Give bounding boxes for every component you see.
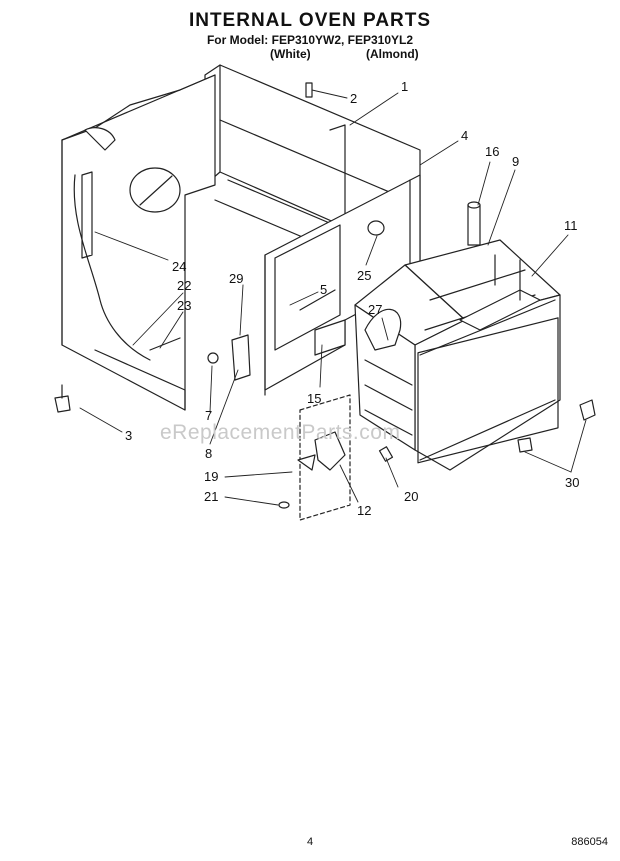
callout-16: 16 xyxy=(485,144,499,159)
callout-15: 15 xyxy=(307,391,321,406)
callout-1: 1 xyxy=(401,79,408,94)
callout-25: 25 xyxy=(357,268,371,283)
part-25-light-socket xyxy=(367,220,385,236)
callout-24: 24 xyxy=(172,259,186,274)
part-12-switch xyxy=(314,431,346,471)
callout-19: 19 xyxy=(204,469,218,484)
part-2-screw xyxy=(305,82,313,98)
callout-labels: 1 2 3 4 5 7 8 9 11 12 15 16 19 20 21 22 … xyxy=(125,79,579,518)
callout-27: 27 xyxy=(368,302,382,317)
callout-22: 22 xyxy=(177,278,191,293)
part-3-leveler xyxy=(54,395,71,413)
callout-11: 11 xyxy=(564,218,578,233)
part-29-bracket xyxy=(231,334,251,381)
callout-9: 9 xyxy=(512,154,519,169)
callout-20: 20 xyxy=(404,489,418,504)
callout-23: 23 xyxy=(177,298,191,313)
callout-2: 2 xyxy=(350,91,357,106)
leader-lines xyxy=(79,89,587,506)
callout-3: 3 xyxy=(125,428,132,443)
page-number: 4 xyxy=(307,836,314,848)
callout-21: 21 xyxy=(204,489,218,504)
part-7-nut xyxy=(207,352,219,364)
callout-30: 30 xyxy=(565,475,579,490)
watermark: eReplacementParts.com xyxy=(160,421,401,444)
model-subtitle: For Model: FEP310YW2, FEP310YL2 xyxy=(206,33,414,47)
small-parts xyxy=(54,82,596,521)
variant-white-label: (White) xyxy=(270,47,311,61)
oven-liner xyxy=(354,239,561,471)
page-title: INTERNAL OVEN PARTS xyxy=(188,10,432,31)
document-number: 886054 xyxy=(571,836,608,848)
callout-29: 29 xyxy=(229,271,243,286)
callout-8: 8 xyxy=(205,446,212,461)
callout-7: 7 xyxy=(205,408,212,423)
part-23-pin xyxy=(149,337,181,351)
callout-4: 4 xyxy=(461,128,468,143)
oven-side-panel xyxy=(61,74,216,411)
part-30-clip xyxy=(579,399,596,421)
variant-almond-label: (Almond) xyxy=(366,47,419,61)
part-16-sensor xyxy=(467,204,481,246)
callout-12: 12 xyxy=(357,503,371,518)
callout-5: 5 xyxy=(320,282,327,297)
